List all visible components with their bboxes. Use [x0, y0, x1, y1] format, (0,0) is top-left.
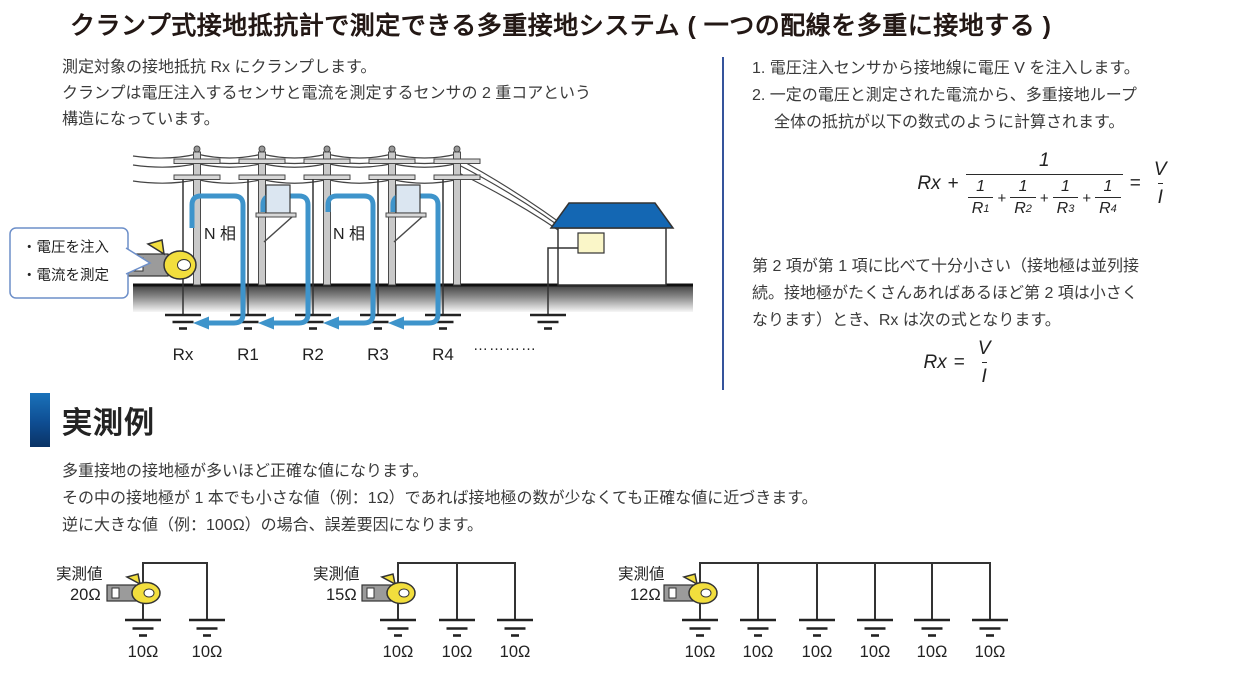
electrode-value: 10Ω: [500, 643, 531, 661]
section-line: その中の接地極が 1 本でも小さな値（例：1Ω）であれば接地極の数が少なくても正…: [62, 490, 818, 507]
step-line: 2. 一定の電圧と測定された電流から、多重接地ループ: [752, 87, 1137, 104]
equals-sign: =: [953, 352, 965, 373]
callout-tail: [125, 247, 152, 275]
ellipsis-dots: …………: [473, 337, 537, 354]
current-arrow: [258, 316, 274, 330]
utility-pole: [238, 145, 286, 286]
current-loop-lines: [189, 193, 441, 330]
example-circuits: 実測値 20Ω 10Ω 10Ω 実測値 15Ω 10Ω 10Ω 10Ω: [0, 553, 1245, 692]
utility-pole: [368, 145, 416, 286]
intro-line: 構造になっています。: [62, 111, 220, 128]
utility-pole: [433, 145, 481, 286]
electrode-value: 10Ω: [802, 643, 833, 661]
multi-grounding-diagram: ・電圧を注入 ・電流を測定 N 相 N 相 Rx R1 R2 R3 R4 …………: [0, 130, 710, 392]
callout-line: ・電流を測定: [22, 267, 109, 284]
note-line: 続。接地極がたくさんあればあるほど第 2 項は小さく: [752, 285, 1138, 302]
approximation-note: 第 2 項が第 1 項に比べて十分小さい（接地極は並列接 続。接地極がたくさんあ…: [752, 253, 1232, 334]
clamp-meter-icon: [663, 573, 718, 605]
v-over-i-fraction: V I: [977, 338, 991, 387]
column-divider: [722, 57, 724, 390]
resistance-label-r4: R4: [432, 345, 454, 364]
resistance-label-r2: R2: [302, 345, 324, 364]
callout-bubble: ・電圧を注入 ・電流を測定: [9, 227, 152, 299]
ground-band: [133, 283, 693, 312]
electrode-value: 10Ω: [743, 643, 774, 661]
intro-text: 測定対象の接地抵抗 Rx にクランプします。 クランプは電圧注入するセンサと電流…: [62, 55, 722, 133]
page-title: クランプ式接地抵抗計で測定できる多重接地システム ( 一つの配線を多重に接地する…: [70, 12, 1052, 40]
electrode-value: 10Ω: [383, 643, 414, 661]
clamp-meter-icon: [361, 573, 416, 605]
note-line: なります）とき、Rx は次の式となります。: [752, 312, 1061, 329]
step-line: 1. 電圧注入センサから接地線に電圧 V を注入します。: [752, 60, 1140, 77]
section-heading: 実測例: [62, 407, 155, 440]
electrode-value: 10Ω: [192, 643, 223, 661]
procedure-steps: 1. 電圧注入センサから接地線に電圧 V を注入します。 2. 一定の電圧と測定…: [752, 55, 1232, 136]
example-circuit-6-electrodes: 実測値 12Ω 10Ω 10Ω 10Ω 10Ω 10Ω 10Ω: [618, 562, 1008, 661]
measured-label: 実測値: [313, 565, 360, 583]
pole-transformer: [385, 184, 427, 243]
electrode-value: 10Ω: [442, 643, 473, 661]
v-over-i-fraction: V I: [1153, 159, 1167, 208]
current-arrow: [193, 316, 209, 330]
section-body-text: 多重接地の接地極が多いほど正確な値になります。 その中の接地極が 1 本でも小さ…: [62, 458, 1202, 539]
simplified-formula: Rx = V I: [880, 338, 1040, 388]
note-line: 第 2 項が第 1 項に比べて十分小さい（接地極は並列接: [752, 258, 1139, 275]
example-circuit-3-electrodes: 実測値 15Ω 10Ω 10Ω 10Ω: [313, 562, 533, 661]
resistance-label-r3: R3: [367, 345, 389, 364]
measured-value: 12Ω: [630, 586, 661, 604]
section-accent-bar: [30, 393, 50, 447]
equals-sign: =: [1129, 173, 1141, 194]
example-circuits-svg: 実測値 20Ω 10Ω 10Ω 実測値 15Ω 10Ω 10Ω 10Ω: [56, 562, 1008, 661]
measured-value: 15Ω: [326, 586, 357, 604]
house: [547, 202, 675, 315]
formula-lhs: Rx: [917, 173, 941, 194]
callout-line: ・電圧を注入: [22, 239, 109, 256]
section-line: 多重接地の接地極が多いほど正確な値になります。: [62, 463, 429, 480]
step-line: 全体の抵抗が以下の数式のように計算されます。: [774, 114, 1125, 131]
electrode-value: 10Ω: [917, 643, 948, 661]
electrode-value: 10Ω: [128, 643, 159, 661]
resistance-label-rx: Rx: [173, 345, 194, 364]
clamp-trigger: [146, 239, 165, 256]
electrode-value: 10Ω: [685, 643, 716, 661]
clamp-meter-icon: [106, 573, 161, 605]
measured-label: 実測値: [56, 565, 103, 583]
plus-operator: +: [1039, 189, 1049, 207]
multi-grounding-diagram-svg: ・電圧を注入 ・電流を測定 N 相 N 相 Rx R1 R2 R3 R4 …………: [9, 145, 693, 364]
example-circuit-2-electrodes: 実測値 20Ω 10Ω 10Ω: [56, 562, 225, 661]
pole-transformer: [255, 184, 297, 243]
phase-label: N 相: [204, 225, 236, 243]
current-arrow: [388, 316, 404, 330]
measured-label: 実測値: [618, 565, 665, 583]
utility-pole: [303, 145, 351, 286]
intro-line: 測定対象の接地抵抗 Rx にクランプします。: [62, 59, 377, 76]
service-entrance-box: [577, 232, 605, 254]
plus-operator: +: [947, 173, 959, 194]
current-arrow: [323, 316, 339, 330]
big-fraction-numerator: 1: [1038, 150, 1050, 171]
section-line: 逆に大きな値（例：100Ω）の場合、誤差要因になります。: [62, 517, 484, 534]
electrode-value: 10Ω: [860, 643, 891, 661]
measured-value: 20Ω: [70, 586, 101, 604]
plus-operator: +: [997, 189, 1007, 207]
phase-label: N 相: [333, 225, 365, 243]
formula-lhs: Rx: [923, 352, 947, 373]
plus-operator: +: [1082, 189, 1092, 207]
resistance-label-r1: R1: [237, 345, 259, 364]
house-ground-wire: [547, 247, 578, 315]
electrode-wires: [182, 179, 444, 315]
intro-line: クランプは電圧注入するセンサと電流を測定するセンサの 2 重コアという: [62, 85, 591, 102]
house-roof: [549, 202, 675, 229]
electrode-value: 10Ω: [975, 643, 1006, 661]
